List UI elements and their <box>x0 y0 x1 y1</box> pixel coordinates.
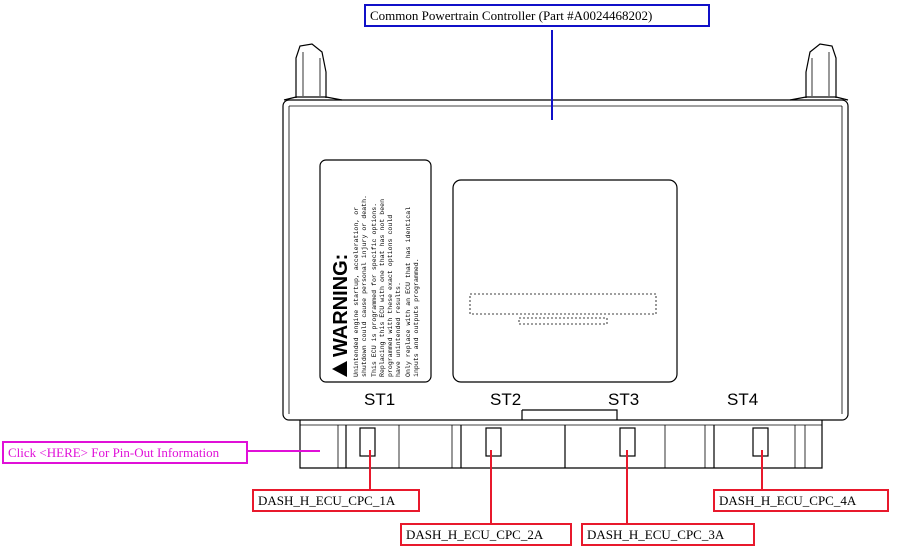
center-window <box>452 179 678 383</box>
warning-line: Replacing this ECU with one that has not… <box>379 199 386 377</box>
warning-line: inputs and outputs programmed. <box>413 258 420 377</box>
connector-callout-3a[interactable]: DASH_H_ECU_CPC_3A <box>581 523 755 546</box>
warning-line: Unintended engine startup, acceleration,… <box>353 207 360 377</box>
warning-heading: WARNING: <box>330 254 352 357</box>
ecu-housing <box>282 99 849 421</box>
port-label-st1: ST1 <box>364 390 395 409</box>
right-mounting-tab <box>789 43 849 101</box>
port-label-st4: ST4 <box>727 390 758 409</box>
warning-line: programmed with these exact options coul… <box>387 215 394 377</box>
connector-callout-4a[interactable]: DASH_H_ECU_CPC_4A <box>713 489 889 512</box>
left-mounting-tab <box>283 43 343 101</box>
warning-line: shutdown could cause personal injury or … <box>361 195 368 377</box>
pinout-info-link[interactable]: Click <HERE> For Pin-Out Information <box>2 441 248 464</box>
warning-line: have unintended results. <box>395 282 402 377</box>
warning-triangle-icon <box>332 361 347 377</box>
warning-line: This ECU is programmed for specific opti… <box>371 203 378 377</box>
warning-label-text: WARNING: Unintended engine startup, acce… <box>330 195 420 377</box>
warning-label <box>319 159 432 383</box>
connector-callout-1a[interactable]: DASH_H_ECU_CPC_1A <box>252 489 420 512</box>
leader-lines <box>247 30 763 524</box>
port-label-st3: ST3 <box>608 390 639 409</box>
port-label-st2: ST2 <box>490 390 521 409</box>
connector-callout-2a[interactable]: DASH_H_ECU_CPC_2A <box>400 523 572 546</box>
warning-line: Only replace with an ECU that has identi… <box>405 207 412 377</box>
title-callout: Common Powertrain Controller (Part #A002… <box>364 4 710 27</box>
connector-base <box>299 409 823 469</box>
